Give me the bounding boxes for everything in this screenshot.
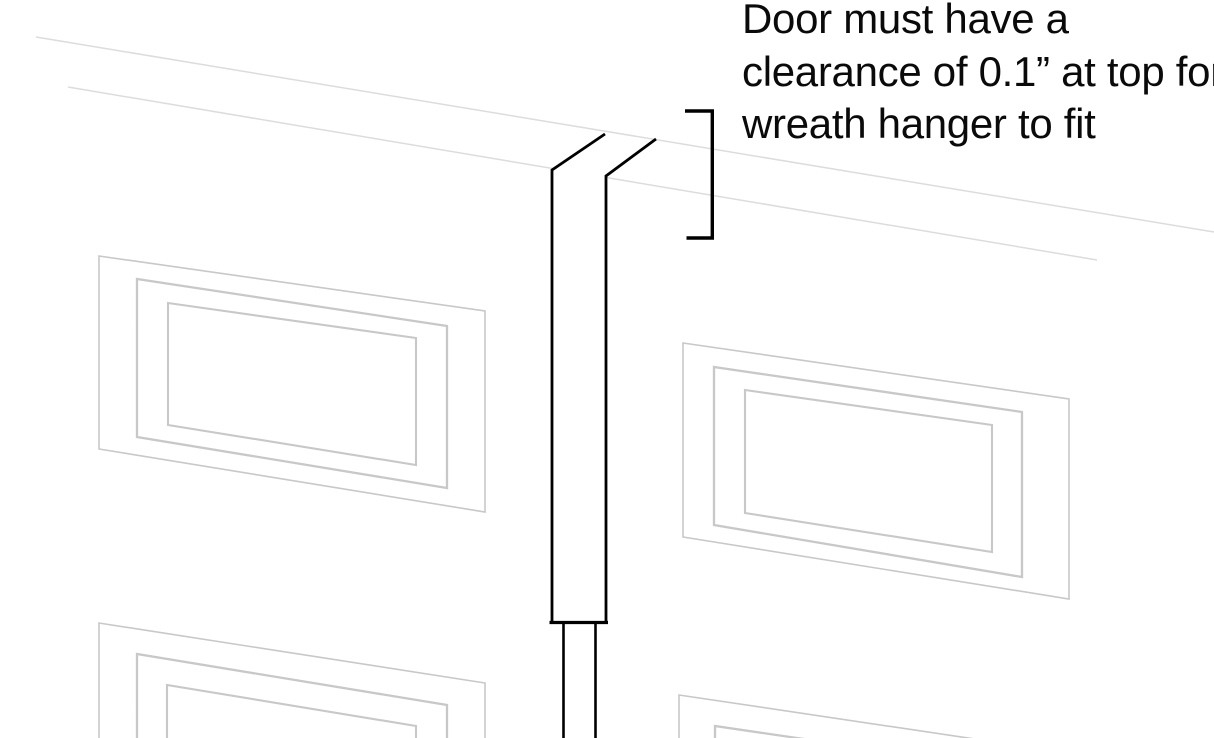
hanger-hook-left-line xyxy=(550,132,606,622)
panel-outline xyxy=(98,622,486,738)
panel-outline xyxy=(682,342,1070,600)
panel-bottom-right xyxy=(678,694,974,738)
panel-outline xyxy=(166,301,418,467)
clearance-note-line-2: clearance of 0.1” at top for xyxy=(742,47,1214,95)
panel-outline xyxy=(98,255,486,513)
clearance-note-line-3: wreath hanger to fit xyxy=(742,100,1096,147)
door-panels xyxy=(98,255,1070,738)
hanger-hook-right-line xyxy=(604,137,657,622)
clearance-note-line-1: Door must have a xyxy=(742,0,1069,42)
panel-outline xyxy=(713,724,805,738)
panel-top-right xyxy=(682,342,1070,600)
clearance-bracket-icon xyxy=(685,109,714,240)
door-top-back-edge-line xyxy=(35,36,1214,233)
panel-outline xyxy=(135,652,449,738)
wreath-hanger-strap-fill xyxy=(552,136,656,738)
panel-outline xyxy=(135,277,449,490)
panel-outline xyxy=(743,388,994,554)
panel-top-left xyxy=(98,255,486,513)
clearance-note: Door must have a clearance of 0.1” at to… xyxy=(742,0,1214,151)
panel-outline xyxy=(165,683,418,738)
wreath-hanger xyxy=(549,109,714,738)
panel-bottom-left xyxy=(98,622,486,738)
panel-outline xyxy=(712,365,1024,579)
panel-outline xyxy=(678,694,974,738)
